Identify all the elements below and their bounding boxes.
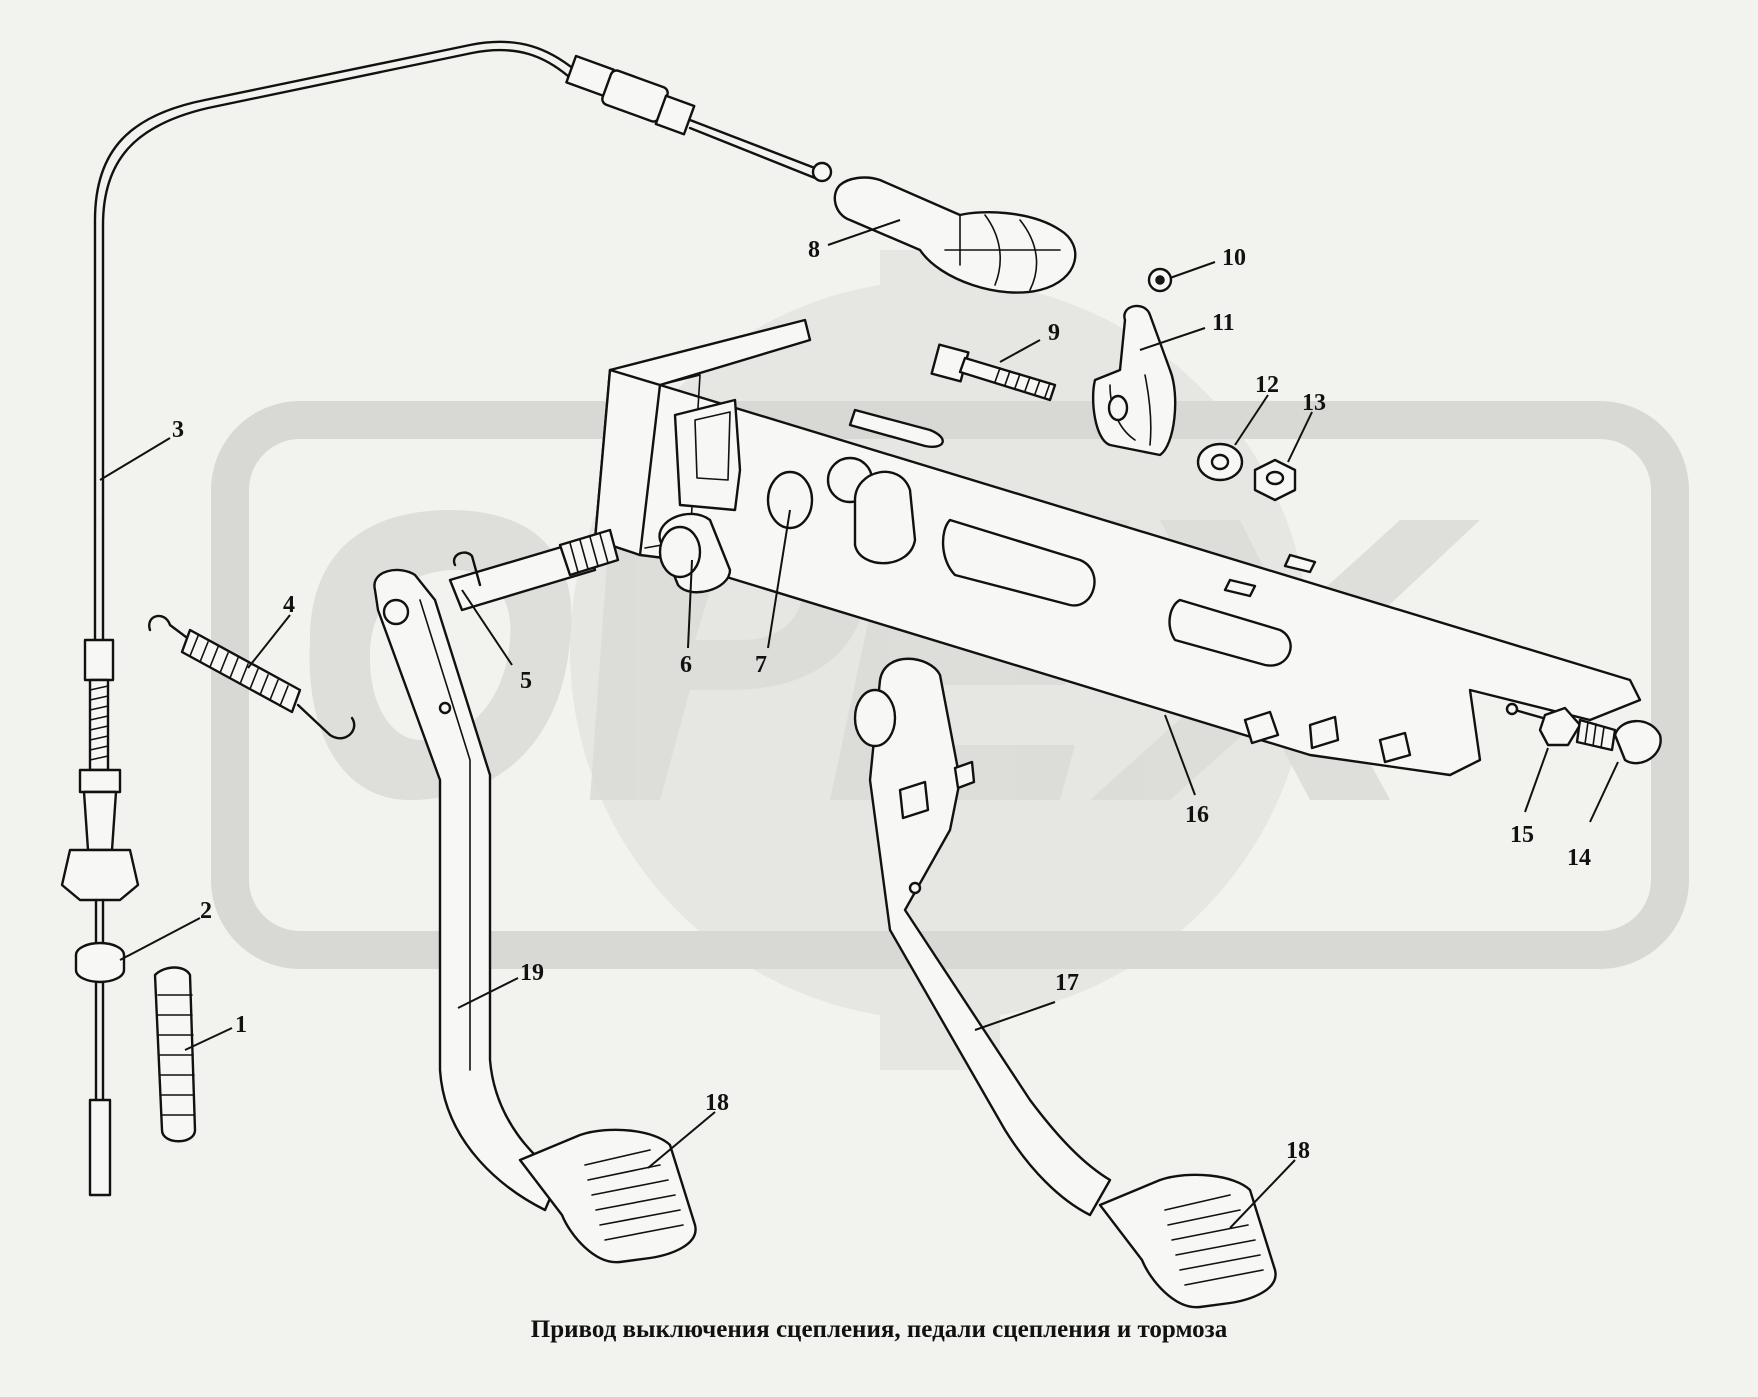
leader-lines [99,219,1619,1229]
callout-3: 3 [172,417,184,443]
callout-4: 4 [283,592,295,618]
callout-6: 6 [680,652,692,678]
callout-17: 17 [1055,970,1079,996]
callout-14: 14 [1567,845,1591,871]
part-7-pivot-boss [853,470,917,565]
part-16-pedal-bracket [593,318,1642,777]
callout-5: 5 [520,668,532,694]
callout-7: 7 [755,652,767,678]
part-4-return-spring [148,614,356,740]
cable-upper-fitting [565,54,833,183]
part-1-boot [153,966,197,1143]
callout-19: 19 [520,960,544,986]
callout-9: 9 [1048,320,1060,346]
callout-13: 13 [1302,390,1326,416]
cable-lower-end [60,518,140,1197]
callout-15: 15 [1510,822,1534,848]
clutch-cable [60,40,833,1197]
callout-8: 8 [808,237,820,263]
part-9-bolt [930,343,1057,402]
part-14-stoplight-switch [1575,718,1662,765]
callout-10: 10 [1222,245,1246,271]
callout-labels: 1 2 3 4 5 6 7 8 9 10 11 12 13 14 15 16 1… [172,237,1591,1164]
callout-12: 12 [1255,372,1279,398]
watermark-frame [211,401,1689,969]
part-12-washer [1196,442,1244,482]
callout-11: 11 [1212,310,1235,336]
part-5-axle-pin [448,528,620,612]
watermark-letter-p [590,520,868,800]
part-11-bracket [1091,304,1177,457]
callout-18-right: 18 [1286,1138,1310,1164]
callout-1: 1 [235,1012,247,1038]
part-13-nut [1253,458,1297,502]
part-17-brake-pedal [853,657,1112,1217]
part-15-switch-nut [1505,702,1582,747]
diagram-caption: Привод выключения сцепления, педали сцеп… [530,1316,1228,1343]
part-18-pedal-pad-left [518,1128,697,1264]
callout-16: 16 [1185,802,1209,828]
callout-18-left: 18 [705,1090,729,1116]
part-18-pedal-pad-right [1098,1173,1277,1309]
part-10-nut [1147,267,1173,293]
part-2-bushing [74,941,126,984]
part-8-cable-boot [833,176,1077,294]
callout-2: 2 [200,898,212,924]
